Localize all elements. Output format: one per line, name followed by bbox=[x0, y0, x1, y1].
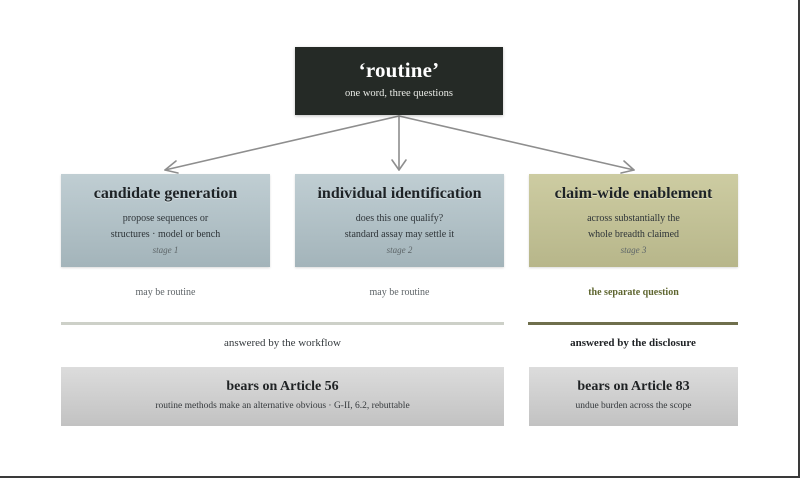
article-83-box: bears on Article 83 undue burden across … bbox=[529, 367, 738, 426]
stage-description-line: does this one qualify? bbox=[355, 213, 444, 224]
answered-by-disclosure: answered by the disclosure bbox=[570, 337, 696, 349]
stage-individual-identification: individual identification does this one … bbox=[295, 174, 504, 267]
stage-tag: stage 3 bbox=[620, 245, 647, 255]
stage-description-line: across substantially the bbox=[587, 213, 680, 224]
article-body: undue burden across the scope bbox=[575, 401, 692, 411]
stage-description-line: structures · model or bench bbox=[110, 229, 221, 240]
stage-name: candidate generation bbox=[93, 185, 238, 202]
stage-name: claim-wide enablement bbox=[554, 185, 713, 202]
arrowhead-stage-1 bbox=[164, 160, 179, 174]
arrow-to-stage-1 bbox=[164, 115, 400, 171]
root-title: ‘routine’ bbox=[358, 58, 440, 82]
stage-3-verdict: the separate question bbox=[588, 287, 679, 298]
stage-description: propose sequences or structures · model … bbox=[61, 211, 270, 243]
article-heading: bears on Article 56 bbox=[226, 379, 339, 394]
stage-candidate-generation: candidate generation propose sequences o… bbox=[61, 174, 270, 267]
disclosure-divider bbox=[528, 322, 738, 325]
arrowhead-stage-2 bbox=[391, 159, 407, 171]
stage-1-verdict: may be routine bbox=[135, 287, 196, 298]
article-heading: bears on Article 83 bbox=[577, 379, 690, 394]
stage-description: does this one qualify? standard assay ma… bbox=[295, 211, 504, 243]
arrowhead-stage-3 bbox=[620, 160, 635, 174]
arrow-to-stage-3 bbox=[398, 115, 635, 171]
root-subtitle: one word, three questions bbox=[345, 88, 453, 99]
article-body: routine methods make an alternative obvi… bbox=[155, 401, 410, 411]
workflow-divider bbox=[61, 322, 504, 325]
stage-description: across substantially the whole breadth c… bbox=[529, 211, 738, 243]
stage-2-verdict: may be routine bbox=[369, 287, 430, 298]
root-node: ‘routine’ one word, three questions bbox=[295, 47, 503, 115]
stage-description-line: standard assay may settle it bbox=[344, 229, 455, 240]
stage-claim-wide-enablement: claim-wide enablement across substantial… bbox=[529, 174, 738, 267]
stage-tag: stage 1 bbox=[152, 245, 179, 255]
article-56-box: bears on Article 56 routine methods make… bbox=[61, 367, 504, 426]
stage-description-line: propose sequences or bbox=[122, 213, 209, 224]
stage-name: individual identification bbox=[317, 185, 482, 202]
stage-tag: stage 2 bbox=[386, 245, 413, 255]
answered-by-workflow: answered by the workflow bbox=[224, 337, 341, 349]
stage-description-line: whole breadth claimed bbox=[587, 229, 680, 240]
